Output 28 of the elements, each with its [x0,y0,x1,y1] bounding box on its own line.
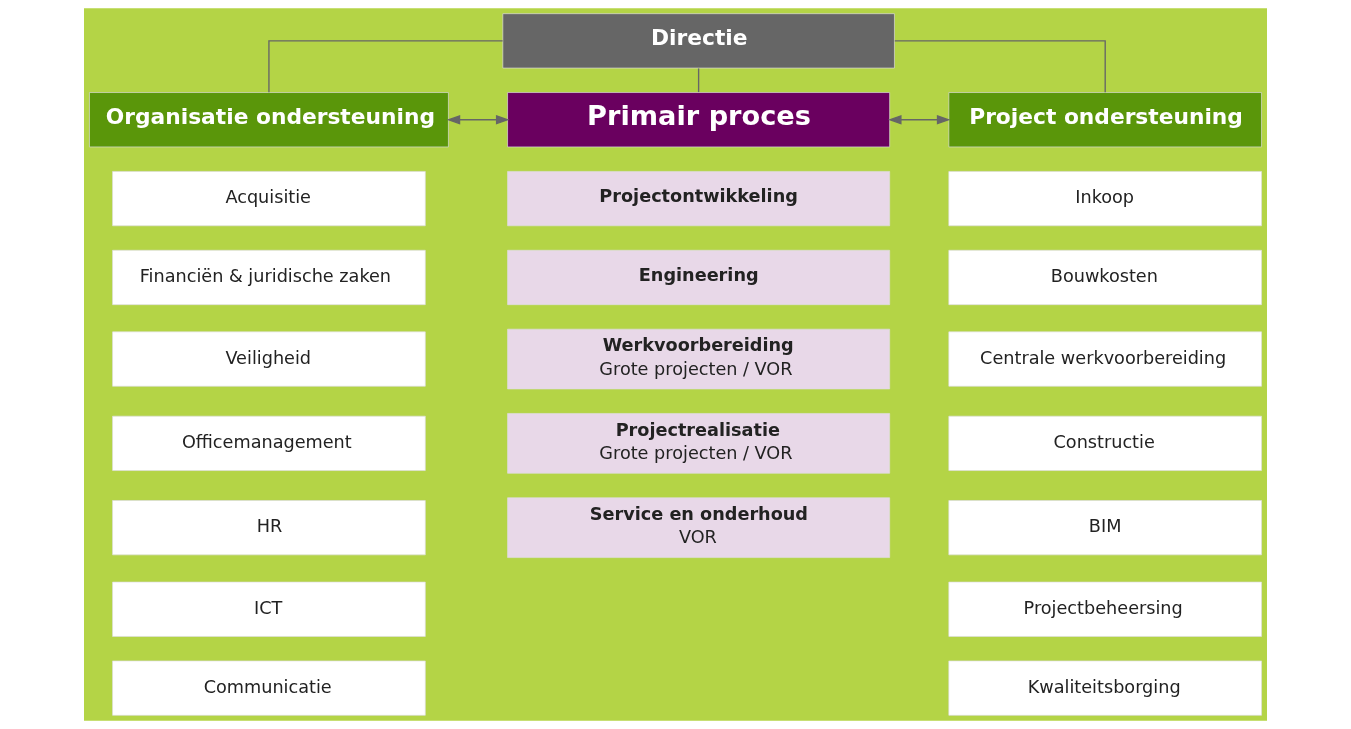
node-box: HR [112,500,426,556]
node-box: Kwaliteitsborging [948,660,1262,716]
node-box: Projectrealisatie Grote projecten / VOR [507,413,890,474]
connector [894,40,1106,93]
node-box: Inkoop [948,171,1262,227]
node-box: Communicatie [112,660,426,716]
node-box: ICT [112,581,426,637]
node-box: Acquisitie [112,171,426,227]
node-box: Centrale werkvoorbereiding [948,331,1262,387]
arrow [446,114,510,125]
arrow [887,114,951,125]
node-box: Werkvoorbereiding Grote projecten / VOR [507,328,890,390]
node-box: BIM [948,500,1262,556]
connector [697,67,700,93]
node-box: Financiën & juridische zaken [112,249,426,305]
node-box: Veiligheid [112,331,426,387]
node-box: Projectbeheersing [948,581,1262,637]
node-box: Service en onderhoud VOR [507,497,890,558]
node-box: Bouwkosten [948,249,1262,305]
node-box: Directie [502,13,895,69]
node-box: Projectontwikkeling [507,171,890,227]
node-box: Organisatie ondersteuning [89,92,449,148]
node-box: Constructie [948,415,1262,471]
connector [268,40,504,93]
node-box: Primair proces [507,92,890,148]
node-box: Engineering [507,249,890,305]
node-box: Officemanagement [112,415,426,471]
node-box: Project ondersteuning [948,92,1262,148]
